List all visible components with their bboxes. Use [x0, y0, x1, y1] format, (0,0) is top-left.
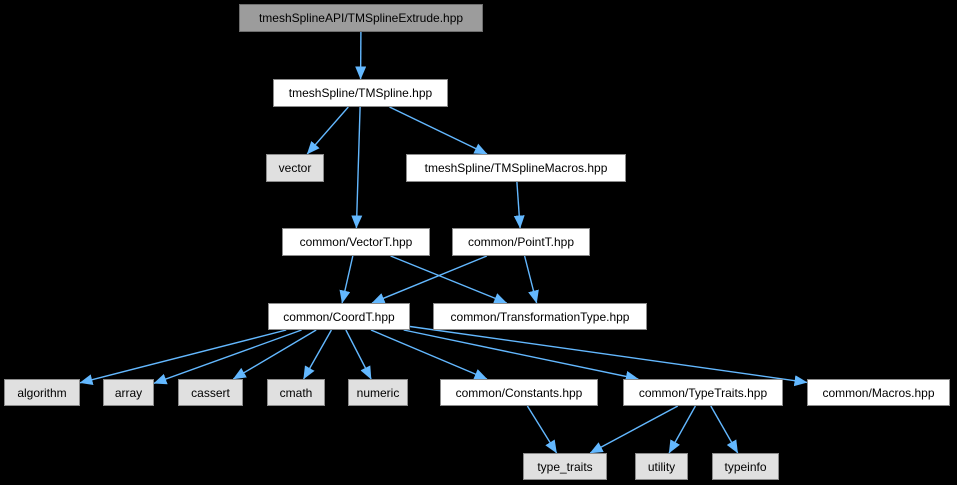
graph-node-tmspline[interactable]: tmeshSpline/TMSpline.hpp — [273, 79, 448, 107]
edge-tmspline-tmsplinemacros — [389, 106, 488, 155]
graph-node-label: common/TransformationType.hpp — [450, 309, 630, 324]
edge-typetraits-utility — [668, 405, 697, 454]
edge-coordt-typetraits — [403, 329, 639, 382]
graph-node-typetraits[interactable]: common/TypeTraits.hpp — [623, 379, 783, 406]
graph-node-constants[interactable]: common/Constants.hpp — [440, 379, 598, 406]
graph-node-cassert[interactable]: cassert — [178, 379, 243, 406]
graph-node-label: tmeshSpline/TMSplineMacros.hpp — [424, 161, 608, 175]
edge-typetraits-type_traits — [589, 405, 679, 454]
graph-node-label: vector — [278, 161, 312, 175]
graph-node-label: tmeshSpline/TMSpline.hpp — [288, 86, 433, 100]
edge-pointt-transformationtype — [523, 255, 539, 304]
graph-node-cmath[interactable]: cmath — [267, 379, 325, 406]
edge-tmspline-vector — [306, 106, 349, 155]
graph-node-macros[interactable]: common/Macros.hpp — [807, 379, 950, 406]
edge-tmsplinemacros-pointt — [513, 181, 525, 229]
graph-node-typeinfo[interactable]: typeinfo — [712, 453, 779, 480]
graph-node-label: common/Constants.hpp — [455, 385, 583, 400]
graph-node-utility[interactable]: utility — [635, 453, 688, 480]
graph-node-label: typeinfo — [724, 459, 767, 474]
graph-node-tmsplineextrude[interactable]: tmeshSplineAPI/TMSplineExtrude.hpp — [239, 4, 483, 32]
graph-node-tmsplinemacros[interactable]: tmeshSpline/TMSplineMacros.hpp — [406, 154, 626, 182]
graph-node-transformationtype[interactable]: common/TransformationType.hpp — [433, 303, 647, 330]
edge-typetraits-typeinfo — [710, 405, 739, 454]
graph-node-label: tmeshSplineAPI/TMSplineExtrude.hpp — [258, 11, 464, 25]
graph-node-label: algorithm — [17, 385, 67, 400]
graph-node-label: common/TypeTraits.hpp — [638, 385, 768, 400]
graph-node-label: array — [114, 385, 143, 400]
graph-node-label: cmath — [279, 385, 313, 400]
graph-node-type_traits[interactable]: type_traits — [523, 453, 607, 480]
edge-coordt-cassert — [232, 329, 317, 380]
graph-node-label: numeric — [356, 385, 400, 400]
graph-node-numeric[interactable]: numeric — [348, 379, 408, 406]
graph-node-vectort[interactable]: common/VectorT.hpp — [282, 228, 430, 256]
graph-node-label: utility — [647, 459, 676, 474]
graph-node-label: type_traits — [537, 459, 593, 474]
edge-pointt-coordt — [371, 255, 488, 304]
edge-vectort-coordt — [339, 255, 354, 304]
edge-coordt-array — [153, 329, 302, 385]
edge-coordt-cmath — [302, 329, 333, 380]
edge-coordt-algorithm — [79, 329, 287, 386]
edge-coordt-macros — [409, 325, 808, 387]
edge-coordt-constants — [370, 329, 488, 380]
graph-node-pointt[interactable]: common/PointT.hpp — [452, 228, 590, 256]
graph-node-label: common/VectorT.hpp — [299, 235, 413, 249]
graph-node-coordt[interactable]: common/CoordT.hpp — [268, 303, 410, 330]
graph-node-label: common/Macros.hpp — [822, 385, 935, 400]
edge-constants-type_traits — [526, 405, 558, 454]
graph-node-vector[interactable]: vector — [266, 154, 324, 182]
graph-node-label: cassert — [191, 385, 230, 400]
edge-vectort-transformationtype — [390, 255, 508, 304]
graph-node-label: common/CoordT.hpp — [283, 309, 395, 324]
graph-node-array[interactable]: array — [103, 379, 154, 406]
edge-tmspline-vectort — [351, 106, 363, 229]
edge-coordt-numeric — [345, 329, 372, 380]
graph-node-algorithm[interactable]: algorithm — [4, 379, 80, 406]
graph-node-label: common/PointT.hpp — [467, 235, 575, 249]
